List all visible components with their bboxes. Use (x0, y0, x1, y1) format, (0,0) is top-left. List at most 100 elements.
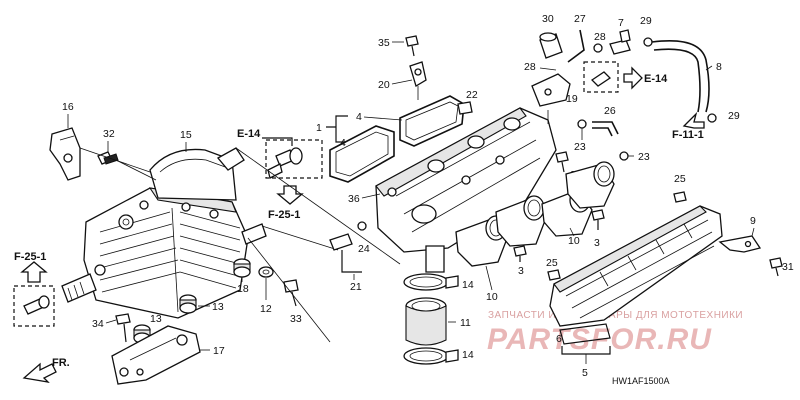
clip-23-left (577, 119, 587, 129)
callout-16: 16 (62, 101, 74, 113)
bracket-17 (111, 325, 201, 385)
hose-8 (651, 40, 710, 113)
callout-6: 6 (556, 333, 562, 345)
callout-15: 15 (180, 129, 192, 141)
callout-36: 36 (348, 193, 360, 205)
callout-3-upper: 3 (594, 237, 600, 249)
ref-f11-1: F-11-1 (672, 129, 704, 141)
callout-17: 17 (213, 345, 225, 357)
bolt-3-lower (513, 245, 527, 262)
duct-10-right (565, 161, 615, 209)
callout-26: 26 (604, 105, 616, 117)
bolt-2 (555, 151, 569, 173)
intake-body-36 (375, 107, 557, 273)
callout-33: 33 (290, 313, 302, 325)
bolt-35 (405, 35, 419, 57)
ref-front: FR. (52, 357, 70, 369)
connector-19 (531, 73, 571, 107)
callout-30: 30 (542, 13, 554, 25)
callout-28-lower: 28 (524, 61, 536, 73)
clamp-20 (409, 61, 427, 87)
arrow-up-f25-1 (20, 261, 48, 283)
callout-9: 9 (750, 215, 756, 227)
callout-13-upper: 13 (212, 301, 224, 313)
washer-12 (258, 266, 274, 278)
reference-box-upper (265, 139, 323, 179)
bracket-9 (718, 235, 762, 253)
bolt-31 (769, 257, 783, 277)
callout-18: 18 (237, 283, 249, 295)
hose-clamp-14-upper (403, 273, 459, 291)
callout-29-upper: 29 (640, 15, 652, 27)
callout-31: 31 (782, 261, 794, 273)
hose-11 (405, 297, 447, 346)
callout-25-lower: 25 (546, 257, 558, 269)
hose-clamp-14-lower (403, 347, 459, 365)
callout-28-upper: 28 (594, 31, 606, 43)
callout-3-lower: 3 (518, 265, 524, 277)
clip-23-right (619, 151, 629, 161)
tube-26 (592, 121, 619, 137)
air-cleaner-element-6 (559, 323, 611, 345)
bolt-25-upper (673, 191, 687, 203)
callout-8: 8 (716, 61, 722, 73)
ref-e14-left: E-14 (237, 128, 261, 140)
callout-12: 12 (260, 303, 272, 315)
front-arrow (22, 362, 57, 383)
tube-27 (567, 29, 585, 63)
callout-7: 7 (618, 17, 624, 29)
grommet-18 (233, 258, 251, 278)
valve-7 (609, 29, 631, 55)
bolt-22 (457, 101, 473, 115)
gasket-4-lower (329, 125, 395, 183)
ref-e14-right: E-14 (644, 73, 668, 85)
hose-detail-lower (23, 295, 50, 315)
bolt-34 (115, 313, 131, 343)
callout-29-lower: 29 (728, 110, 740, 122)
callout-22: 22 (466, 89, 478, 101)
callout-4-upper: 4 (356, 111, 362, 123)
callout-10-left: 10 (486, 291, 498, 303)
bracket-16 (49, 127, 81, 181)
bolt-25-lower (547, 269, 561, 281)
bolt-3-upper (591, 209, 605, 230)
callout-34: 34 (92, 318, 104, 330)
callout-23-right: 23 (638, 151, 650, 163)
grommet-13-upper (179, 294, 197, 314)
clip-29-lower (707, 113, 717, 123)
ref-f25-1-left: F-25-1 (14, 251, 46, 263)
duct-10-center (495, 195, 547, 247)
hose-30 (539, 32, 563, 59)
callout-14-lower: 14 (462, 349, 474, 361)
arrow-down-f25-1 (276, 185, 304, 205)
arrow-right-e14 (623, 66, 643, 90)
diagram-code: HW1AF1500A (612, 376, 670, 386)
callout-19: 19 (566, 93, 578, 105)
reference-box-lower (13, 285, 55, 327)
callout-5: 5 (582, 367, 588, 379)
callout-32: 32 (103, 128, 115, 140)
oil-cooler-assembly (61, 147, 267, 319)
hose-clamp-detail-upper (267, 147, 303, 179)
callout-24: 24 (358, 243, 370, 255)
callout-13-lower: 13 (150, 313, 162, 325)
ref-f25-1-mid: F-25-1 (268, 209, 300, 221)
callout-35: 35 (378, 37, 390, 49)
gasket-4-upper (399, 95, 465, 147)
callout-27: 27 (574, 13, 586, 25)
reference-box-right (583, 61, 619, 93)
clip-29-upper (643, 37, 653, 47)
callout-23-left: 23 (574, 141, 586, 153)
callout-25-upper: 25 (674, 173, 686, 185)
air-cleaner-case-5 (549, 205, 723, 327)
callout-4-lower: 4 (340, 137, 346, 149)
arrow-f11-1 (682, 111, 705, 129)
watermark-line1: ЗАПЧАСТИ И АКСЕССУАРЫ ДЛЯ МОТОТЕХНИКИ (488, 310, 743, 321)
clip-28-upper (593, 43, 603, 53)
callout-10-right: 10 (568, 235, 580, 247)
callout-20: 20 (378, 79, 390, 91)
callout-14-upper: 14 (462, 279, 474, 291)
watermark: ЗАПЧАСТИ И АКСЕССУАРЫ ДЛЯ МОТОТЕХНИКИ PA… (487, 310, 743, 356)
sensor-24 (329, 221, 367, 251)
